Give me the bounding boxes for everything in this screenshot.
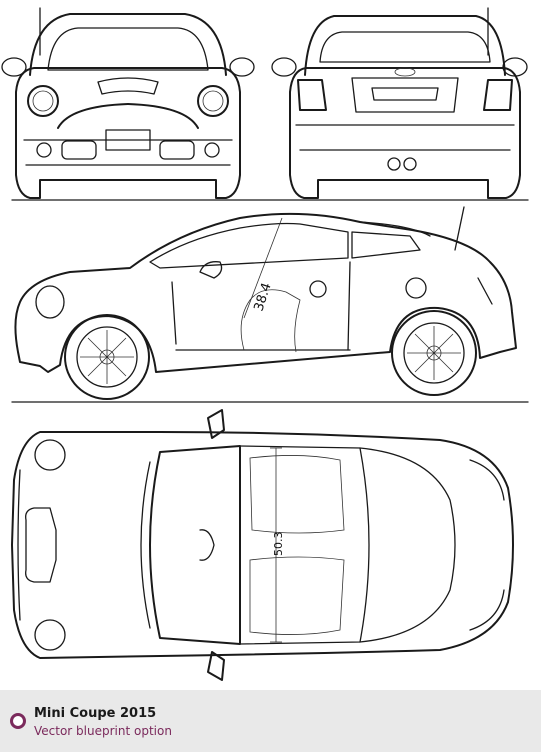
side-view: 38.4 [14,206,517,400]
circle-bullet-icon [10,713,26,729]
blueprint-drawing: 38.4 50.3 [1,7,529,681]
top-dimension-label: 50.3 [272,532,285,557]
front-view [1,7,255,199]
top-view: 50.3 [11,409,514,681]
rear-view [271,7,528,199]
caption-title: Mini Coupe 2015 [34,706,157,721]
caption-bar: Mini Coupe 2015 Vector blueprint option [0,690,541,752]
side-dimension-label: 38.4 [252,281,275,313]
caption-subtitle[interactable]: Vector blueprint option [34,724,172,738]
